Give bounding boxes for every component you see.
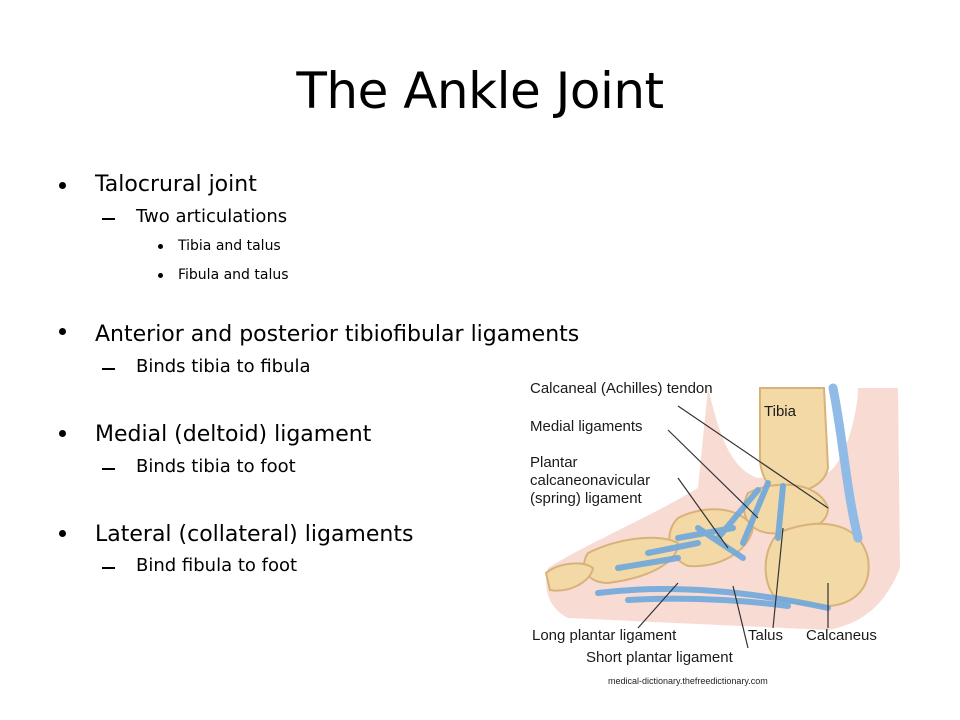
label-medial-ligaments: Medial ligaments [530,418,643,435]
bullet-subitem: Binds tibia to foot [136,456,296,477]
bullet-item: Anterior and posterior tibiofibular liga… [95,322,580,347]
dash-marker [102,218,115,220]
bullet-marker [59,328,66,335]
bullet-item: Lateral (collateral) ligaments [95,522,414,547]
bullet-subsubitem: Fibula and talus [178,267,289,283]
ankle-anatomy-figure: Calcaneal (Achilles) tendon Tibia Medial… [528,368,908,690]
bullet-marker [158,273,163,278]
image-credit: medical-dictionary.thefreedictionary.com [608,676,768,686]
label-long-plantar-ligament: Long plantar ligament [532,627,677,644]
bullet-subitem: Binds tibia to fibula [136,356,311,377]
bullet-marker [158,244,163,249]
dash-marker [102,468,115,470]
label-plantar: Plantar [530,454,578,471]
bullet-item: Medial (deltoid) ligament [95,422,372,447]
dash-marker [102,368,115,370]
bullet-marker [59,530,66,537]
label-achilles-tendon: Calcaneal (Achilles) tendon [530,380,713,397]
foot-ligaments-illustration [544,383,900,649]
bullet-marker [59,182,66,189]
label-spring-ligament: (spring) ligament [530,490,642,507]
bullet-marker [59,430,66,437]
label-tibia: Tibia [764,403,796,420]
bullet-subsubitem: Tibia and talus [178,238,281,254]
bullet-subitem: Two articulations [136,206,288,227]
label-short-plantar-ligament: Short plantar ligament [586,649,733,666]
label-calcaneus: Calcaneus [806,627,877,644]
dash-marker [102,567,115,569]
bullet-item: Talocrural joint [95,172,257,197]
slide-title: The Ankle Joint [296,62,664,120]
label-calcaneonavicular: calcaneonavicular [530,472,651,489]
bullet-subitem: Bind fibula to foot [136,555,298,576]
label-talus: Talus [748,627,784,644]
